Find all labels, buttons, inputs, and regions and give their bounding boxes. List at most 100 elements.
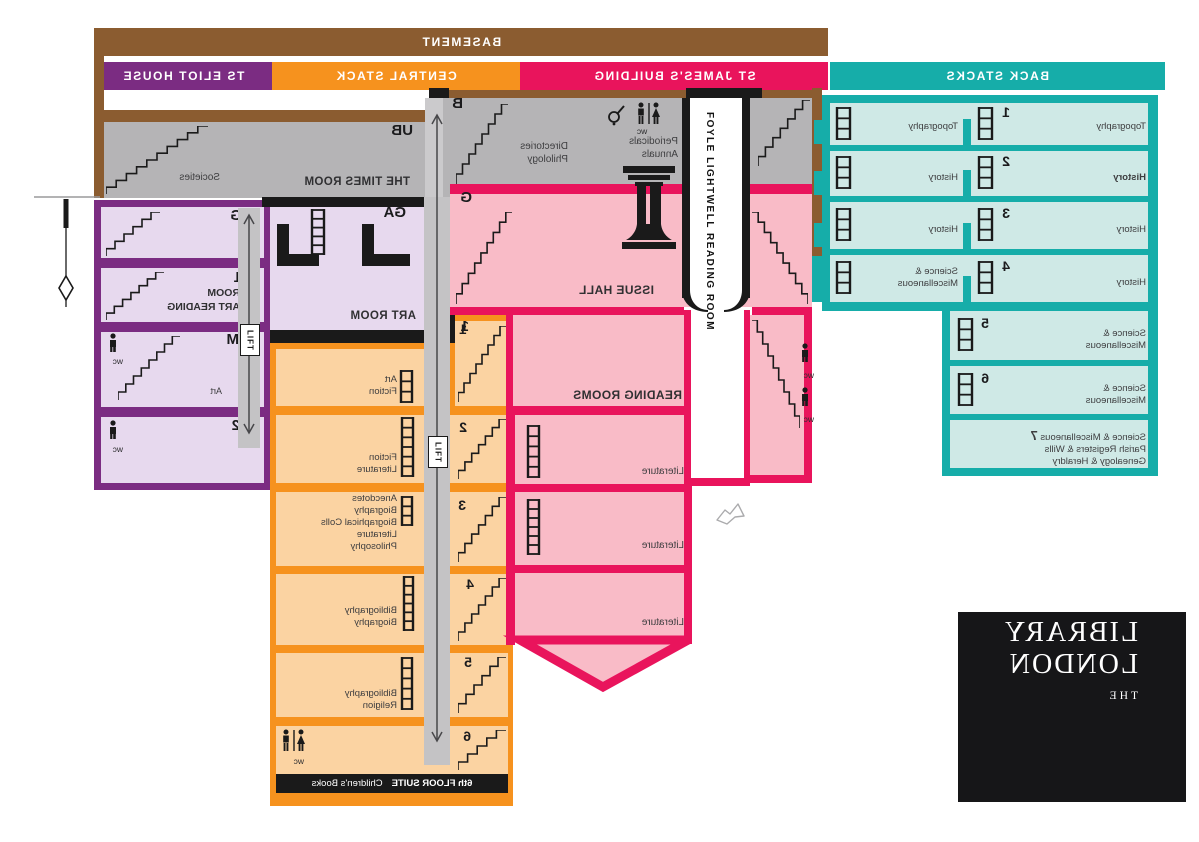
floor-number: 3 (458, 497, 466, 513)
stack-label: History (1113, 172, 1146, 183)
pink-border (506, 565, 690, 573)
basement-strip-stjames (430, 90, 812, 98)
pink-border (750, 475, 812, 483)
logo-line: LONDON (1007, 649, 1138, 680)
pink-border (744, 310, 750, 486)
stairs-icon (456, 212, 512, 304)
foyle-wall (682, 98, 690, 298)
stairs-icon (106, 126, 208, 194)
pink-border (684, 310, 691, 486)
ts-floor-g (101, 207, 264, 258)
basement-bar: BASEMENT (94, 28, 828, 56)
back-stacks-row-1 (830, 103, 1148, 145)
floor-number: 5 (464, 654, 472, 670)
back-stacks-tab (814, 171, 830, 195)
row-divider (963, 119, 971, 145)
art-label: Art (210, 386, 222, 396)
floor-number: 1 (460, 318, 469, 335)
section-bar-st-james: ST JAMES'S BUILDING (520, 62, 828, 90)
under-basement-label: UB (391, 122, 413, 139)
section-bar-ts-eliot: TS ELIOT HOUSE (94, 62, 272, 90)
pink-border (684, 484, 692, 644)
floor-number: 4 (1002, 258, 1010, 274)
floor-number: 2 (459, 419, 467, 435)
stairs-icon (456, 104, 508, 184)
wc-label: wc (293, 756, 304, 766)
literature-label: Literature (641, 466, 684, 477)
ts-floor-2 (101, 417, 264, 483)
ladder-icon (310, 209, 326, 255)
suite-bold-label: 6th FLOOR SUITE (391, 778, 473, 789)
wc-pair-icon (636, 102, 662, 125)
pink-border (450, 184, 812, 194)
floor-number: 1 (1002, 104, 1010, 120)
central-lift-label: LIFT (428, 436, 448, 468)
section-label: CENTRAL STACK (335, 69, 457, 83)
wc-label: wc (636, 126, 648, 136)
back-stacks-tab (814, 120, 830, 144)
stairs-icon (118, 336, 180, 400)
ts-floor-1 (101, 268, 264, 322)
floor-letter: G (460, 189, 472, 206)
ladder-icon (400, 417, 415, 477)
cs-floor-2 (276, 415, 508, 483)
ladder-icon (977, 261, 994, 294)
wc-icon (107, 420, 119, 439)
wc-label: wc (803, 414, 814, 424)
societies-label: Societies (179, 172, 220, 183)
stack-label: History (1116, 224, 1146, 235)
logo-line: LIBRARY (1002, 617, 1138, 648)
times-room-label: THE TIMES ROOM (304, 176, 410, 188)
floor-letter-ga: GA (383, 204, 407, 221)
back-stacks-tab (814, 223, 830, 247)
stairs-icon (106, 272, 164, 320)
stack-label: History (928, 224, 958, 235)
floor-number: 4 (466, 576, 474, 592)
lit-floor-4 (515, 573, 684, 640)
lift-label: LIFT (433, 441, 443, 463)
art-room-label: ART ROOM (350, 310, 416, 322)
cs-floor-6 (276, 726, 508, 774)
basement-strip-left (94, 56, 104, 198)
ladder-icon (526, 425, 541, 478)
cs-floor-3 (276, 492, 508, 566)
section-bar-central-stack: CENTRAL STACK (272, 62, 520, 90)
pink-border (506, 315, 515, 645)
ladder-icon (402, 576, 415, 631)
floor-number: 3 (1002, 205, 1010, 221)
stack-label-row7: Science & Miscellaneous 7 Parish Registe… (1030, 428, 1146, 468)
stairs-icon (752, 212, 808, 304)
wall (362, 254, 410, 266)
stairs-icon (458, 578, 506, 641)
foyle-band (690, 98, 742, 310)
suite-label: 6th FLOOR SUITE Children's Books (276, 774, 508, 793)
cs-floor-4 (276, 574, 508, 645)
wall (262, 197, 455, 207)
wall (277, 254, 319, 266)
back-stacks-row-5 (950, 311, 1148, 360)
lit-floor-3 (515, 492, 684, 565)
basement-floor-west (104, 122, 430, 198)
ts-floor-m (101, 332, 264, 407)
lift-arrow (429, 112, 445, 744)
stack-label: Science &Miscellaneous (897, 266, 958, 289)
pink-border (684, 478, 750, 486)
stack-label: Science &Miscellaneous (1085, 328, 1146, 351)
plumb-line-icon (34, 196, 100, 307)
back-stacks-row-7 (950, 420, 1148, 468)
library-logo (958, 612, 1186, 802)
pink-border (506, 406, 690, 415)
wc-icon (799, 343, 811, 362)
section-label: TS ELIOT HOUSE (121, 69, 245, 83)
issue-hall-label: ISSUE HALL (578, 283, 654, 297)
wc-label: wc (112, 356, 123, 366)
ladder-icon (835, 261, 852, 294)
wc-icon (799, 387, 811, 406)
stairs-icon (458, 326, 506, 402)
ladder-icon (977, 208, 994, 241)
row-divider (963, 223, 971, 249)
row-divider (963, 170, 971, 196)
